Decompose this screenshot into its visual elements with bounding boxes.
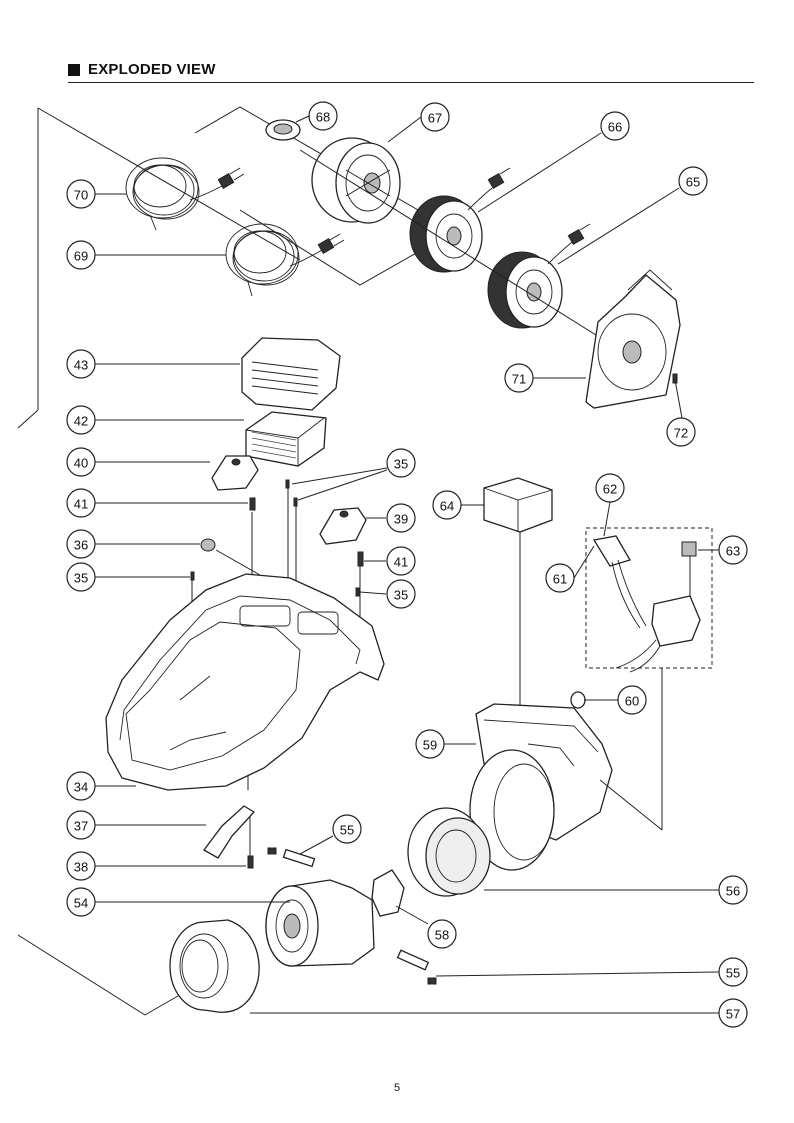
callout-68: 68 [308, 101, 338, 131]
callout-56: 56 [718, 875, 748, 905]
callout-35-top: 35 [386, 448, 416, 478]
screw-72 [672, 373, 678, 384]
svg-text:65: 65 [686, 175, 700, 190]
svg-text:40: 40 [74, 456, 88, 471]
callout-41-left: 41 [66, 488, 96, 518]
svg-text:56: 56 [726, 884, 740, 899]
svg-text:43: 43 [74, 358, 88, 373]
motor-filter-56 [407, 807, 491, 897]
callout-64: 64 [432, 490, 462, 520]
electrical-box [585, 527, 713, 669]
svg-text:61: 61 [553, 572, 567, 587]
part-60 [570, 691, 586, 709]
callout-35-right: 35 [386, 579, 416, 609]
callout-39: 39 [386, 503, 416, 533]
svg-text:69: 69 [74, 249, 88, 264]
button-cover-40 [211, 455, 259, 491]
svg-text:66: 66 [608, 120, 622, 135]
reel-housing-71 [585, 269, 681, 409]
motor-seal-57 [169, 919, 260, 1013]
carbon-brush-55b [396, 949, 437, 985]
callout-66: 66 [600, 111, 630, 141]
reel-cap-68 [265, 119, 301, 141]
callout-57: 57 [718, 998, 748, 1028]
rear-housing-59 [469, 703, 613, 871]
callout-59: 59 [415, 729, 445, 759]
svg-text:55: 55 [726, 966, 740, 981]
svg-text:55: 55 [340, 823, 354, 838]
reel-axis [299, 149, 629, 356]
callout-37: 37 [66, 810, 96, 840]
svg-text:62: 62 [603, 482, 617, 497]
callout-34: 34 [66, 771, 96, 801]
callout-41-right: 41 [386, 546, 416, 576]
section-title: EXPLODED VIEW [88, 61, 216, 78]
page-number: 5 [393, 1082, 401, 1094]
svg-text:71: 71 [512, 372, 526, 387]
callout-40: 40 [66, 447, 96, 477]
handle-37 [203, 805, 256, 859]
callout-43: 43 [66, 349, 96, 379]
svg-text:59: 59 [423, 738, 437, 753]
svg-text:41: 41 [74, 497, 88, 512]
callout-58: 58 [427, 919, 457, 949]
callout-69: 69 [66, 240, 96, 270]
callout-71: 71 [504, 363, 534, 393]
svg-text:64: 64 [440, 499, 454, 514]
callout-60: 60 [617, 685, 647, 715]
switch-assembly-61 [592, 535, 701, 673]
callout-leaders [95, 115, 720, 1014]
svg-text:41: 41 [394, 555, 408, 570]
callout-55-bottom: 55 [718, 957, 748, 987]
svg-text:72: 72 [674, 426, 688, 441]
svg-text:35: 35 [74, 571, 88, 586]
cord-reel-67 [311, 137, 401, 224]
callout-65: 65 [678, 166, 708, 196]
svg-text:54: 54 [74, 896, 88, 911]
callout-62: 62 [595, 473, 625, 503]
svg-text:70: 70 [74, 188, 88, 203]
svg-text:39: 39 [394, 512, 408, 527]
motor-54 [265, 879, 375, 967]
carbon-brush-55a [267, 847, 316, 868]
callout-36: 36 [66, 529, 96, 559]
svg-text:38: 38 [74, 860, 88, 875]
power-cord-69 [225, 223, 345, 297]
callout-61: 61 [545, 563, 575, 593]
button-cover-39 [319, 507, 367, 545]
svg-text:57: 57 [726, 1007, 740, 1022]
callout-72: 72 [666, 417, 696, 447]
callout-63: 63 [718, 535, 748, 565]
svg-text:35: 35 [394, 588, 408, 603]
callout-70: 70 [66, 179, 96, 209]
svg-text:36: 36 [74, 538, 88, 553]
svg-text:34: 34 [74, 780, 88, 795]
callout-38: 38 [66, 851, 96, 881]
callout-67: 67 [420, 102, 450, 132]
svg-text:67: 67 [428, 111, 442, 126]
motor-bracket-58 [371, 869, 405, 917]
power-cord-70 [125, 157, 245, 231]
filter-sponge-64 [483, 477, 553, 533]
svg-text:68: 68 [316, 110, 330, 125]
callout-42: 42 [66, 405, 96, 435]
section-header: EXPLODED VIEW [68, 60, 754, 83]
svg-text:58: 58 [435, 928, 449, 943]
svg-text:37: 37 [74, 819, 88, 834]
filter-cover-43 [241, 337, 341, 411]
cord-reel-66 [409, 167, 511, 273]
cord-reel-65 [487, 223, 591, 329]
header-square-icon [68, 64, 80, 76]
svg-text:63: 63 [726, 544, 740, 559]
callout-35-left: 35 [66, 562, 96, 592]
filter-42 [245, 411, 327, 467]
svg-text:42: 42 [74, 414, 88, 429]
svg-text:60: 60 [625, 694, 639, 709]
main-body-34 [105, 573, 385, 791]
svg-text:35: 35 [394, 457, 408, 472]
callout-55-top: 55 [332, 814, 362, 844]
callout-54: 54 [66, 887, 96, 917]
